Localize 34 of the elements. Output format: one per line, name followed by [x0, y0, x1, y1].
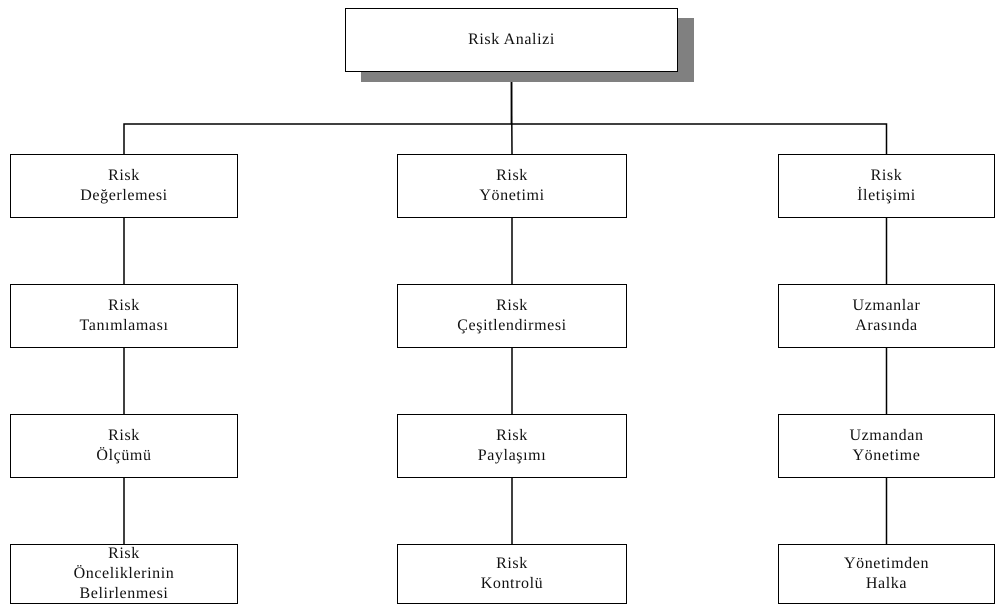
box-label: Uzmandan Yönetime	[849, 426, 924, 466]
connector-line	[886, 348, 888, 414]
connector-line	[123, 348, 125, 414]
box-label: Risk Analizi	[468, 30, 555, 50]
process-box	[10, 414, 238, 478]
box-label: Risk Tanımlaması	[79, 296, 168, 336]
box-label: Risk Ölçümü	[96, 426, 152, 466]
process-box	[397, 154, 627, 218]
box-label: Risk Paylaşımı	[478, 426, 546, 466]
connector-line	[886, 478, 888, 544]
process-box	[778, 414, 995, 478]
box-label: Risk Önceliklerinin Belirlenmesi	[74, 544, 174, 604]
process-box	[397, 544, 627, 604]
process-box	[397, 284, 627, 348]
process-box	[10, 154, 238, 218]
box-label: Risk Değerlemesi	[80, 166, 168, 206]
box-label: Yönetimden Halka	[844, 554, 930, 594]
box-label: Risk Yönetimi	[479, 166, 545, 206]
box-label: Uzmanlar Arasında	[852, 296, 920, 336]
process-box	[397, 414, 627, 478]
connector-line	[511, 218, 513, 284]
process-box	[778, 154, 995, 218]
connector-line	[511, 478, 513, 544]
connector-line	[886, 218, 888, 284]
process-box	[778, 544, 995, 604]
process-box	[10, 544, 238, 604]
process-box	[778, 284, 995, 348]
box-label: Risk Çeşitlendirmesi	[457, 296, 567, 336]
process-box	[10, 284, 238, 348]
connector-line	[123, 218, 125, 284]
connector-line	[123, 478, 125, 544]
box-label: Risk İletişimi	[857, 166, 916, 206]
connector-line	[511, 348, 513, 414]
box-label: Risk Kontrolü	[480, 554, 544, 594]
